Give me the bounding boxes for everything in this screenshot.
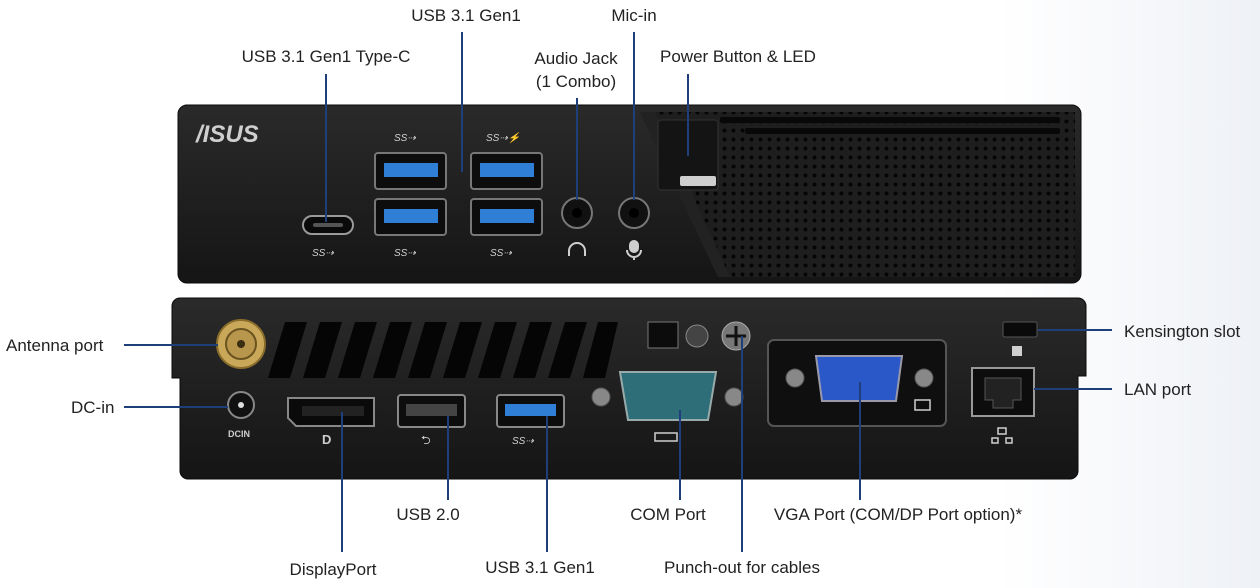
- antenna-port[interactable]: [216, 319, 266, 369]
- displayport-port[interactable]: [287, 397, 375, 427]
- usb3-port-rear[interactable]: [496, 394, 565, 428]
- headphone-icon: [568, 242, 586, 256]
- callout-lines: [124, 32, 1112, 552]
- dcin-icon: DCIN: [228, 429, 250, 439]
- label-vga-port: VGA Port (COM/DP Port option)*: [773, 505, 1023, 524]
- usb-typec-port[interactable]: [302, 215, 354, 235]
- label-antenna-port: Antenna port: [6, 336, 104, 355]
- label-kensington-slot: Kensington slot: [1124, 322, 1241, 341]
- label-com-port: COM Port: [630, 505, 706, 524]
- label-displayport: DisplayPort: [289, 560, 377, 579]
- label-audio-jack: Audio Jack: [534, 49, 618, 68]
- rear-panel: DCIN D ⮌ SS⇢: [171, 297, 1087, 480]
- com-icon: [654, 432, 678, 442]
- label-usb-gen1-front: USB 3.1 Gen1: [411, 6, 521, 25]
- audio-jack[interactable]: [561, 197, 593, 229]
- label-dc-in: DC-in: [71, 398, 115, 417]
- com-port[interactable]: [591, 371, 744, 421]
- network-icon: [991, 427, 1013, 444]
- usb3-port-front-3[interactable]: [470, 152, 543, 190]
- rear-vent: [268, 322, 618, 378]
- label-audio-jack-combo: (1 Combo): [535, 72, 617, 91]
- punch-out: [647, 321, 751, 351]
- brand-logo: /ISUS: [195, 121, 259, 148]
- usb3-port-front-1[interactable]: [374, 152, 447, 190]
- ss-icon: SS⇢: [312, 248, 334, 259]
- label-lan-port: LAN port: [1124, 380, 1192, 399]
- vent-slots: [720, 117, 1060, 134]
- label-usb20: USB 2.0: [396, 505, 460, 524]
- ss-charge-icon: SS⇢⚡: [486, 131, 521, 144]
- lan-port[interactable]: [971, 367, 1035, 417]
- ss-icon: SS⇢: [512, 436, 534, 447]
- usb-icon: ⮌: [421, 433, 431, 447]
- microphone-icon: [626, 240, 642, 260]
- label-mic-in: Mic-in: [611, 6, 657, 25]
- label-punchout: Punch-out for cables: [664, 558, 820, 577]
- monitor-icon: [914, 399, 931, 411]
- lock-icon: [1012, 346, 1022, 356]
- usb2-port[interactable]: [397, 394, 466, 428]
- vga-port[interactable]: [767, 339, 947, 427]
- usb3-port-front-2[interactable]: [374, 198, 447, 236]
- usb3-port-front-4[interactable]: [470, 198, 543, 236]
- ss-icon: SS⇢: [490, 248, 512, 259]
- label-power-button: Power Button & LED: [660, 47, 816, 66]
- mic-jack[interactable]: [618, 197, 650, 229]
- label-usb-typec: USB 3.1 Gen1 Type-C: [241, 47, 411, 66]
- dc-in-port[interactable]: [227, 391, 255, 419]
- front-panel: /ISUS SS⇢ SS⇢⚡: [177, 104, 1082, 284]
- ss-icon: SS⇢: [394, 133, 416, 144]
- dp-icon: D: [322, 432, 331, 447]
- ss-icon: SS⇢: [394, 248, 416, 259]
- label-usb-gen1-rear: USB 3.1 Gen1: [485, 558, 595, 577]
- kensington-slot[interactable]: [1002, 321, 1038, 338]
- background-fade: [1000, 0, 1260, 588]
